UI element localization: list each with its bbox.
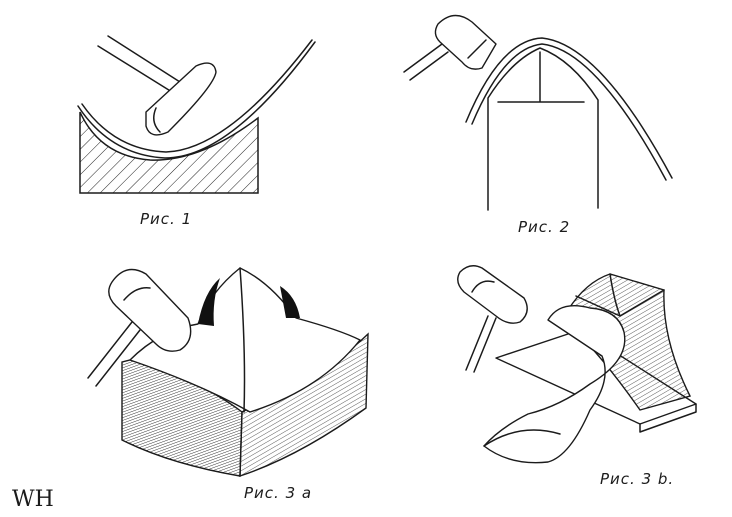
fig3a-hammer-handle xyxy=(87,321,141,387)
fig1-caption: Рис. 1 xyxy=(140,210,192,228)
fig2-hammer-handle xyxy=(403,43,449,81)
fig3a-hammer-head xyxy=(108,268,192,352)
figure-3b: Рис. 3 b. xyxy=(457,265,697,488)
fig2-block xyxy=(487,47,599,211)
fig3b-formed-sheet xyxy=(483,305,626,464)
artist-signature: WH xyxy=(12,487,54,512)
fig1-block xyxy=(79,111,259,194)
figure-3a: Рис. 3 а xyxy=(87,267,369,502)
fig1-hammer-handle xyxy=(97,35,181,93)
figure-1: Рис. 1 xyxy=(77,35,316,228)
figure-2: Рис. 2 xyxy=(403,14,673,236)
fig3a-cavity-right xyxy=(280,286,300,318)
fig3b-caption: Рис. 3 b. xyxy=(600,470,674,488)
fig3b-hammer-head xyxy=(457,265,528,324)
fig1-sheet xyxy=(77,41,316,159)
fig3b-hammer-handle xyxy=(465,315,497,373)
fig1-hammer-head xyxy=(145,62,217,136)
fig3a-caption: Рис. 3 а xyxy=(244,484,312,502)
fig2-hammer-head xyxy=(434,14,497,70)
fig2-sheet xyxy=(465,37,673,179)
fig2-caption: Рис. 2 xyxy=(518,218,570,236)
fig3a-cavity-left xyxy=(198,278,220,326)
